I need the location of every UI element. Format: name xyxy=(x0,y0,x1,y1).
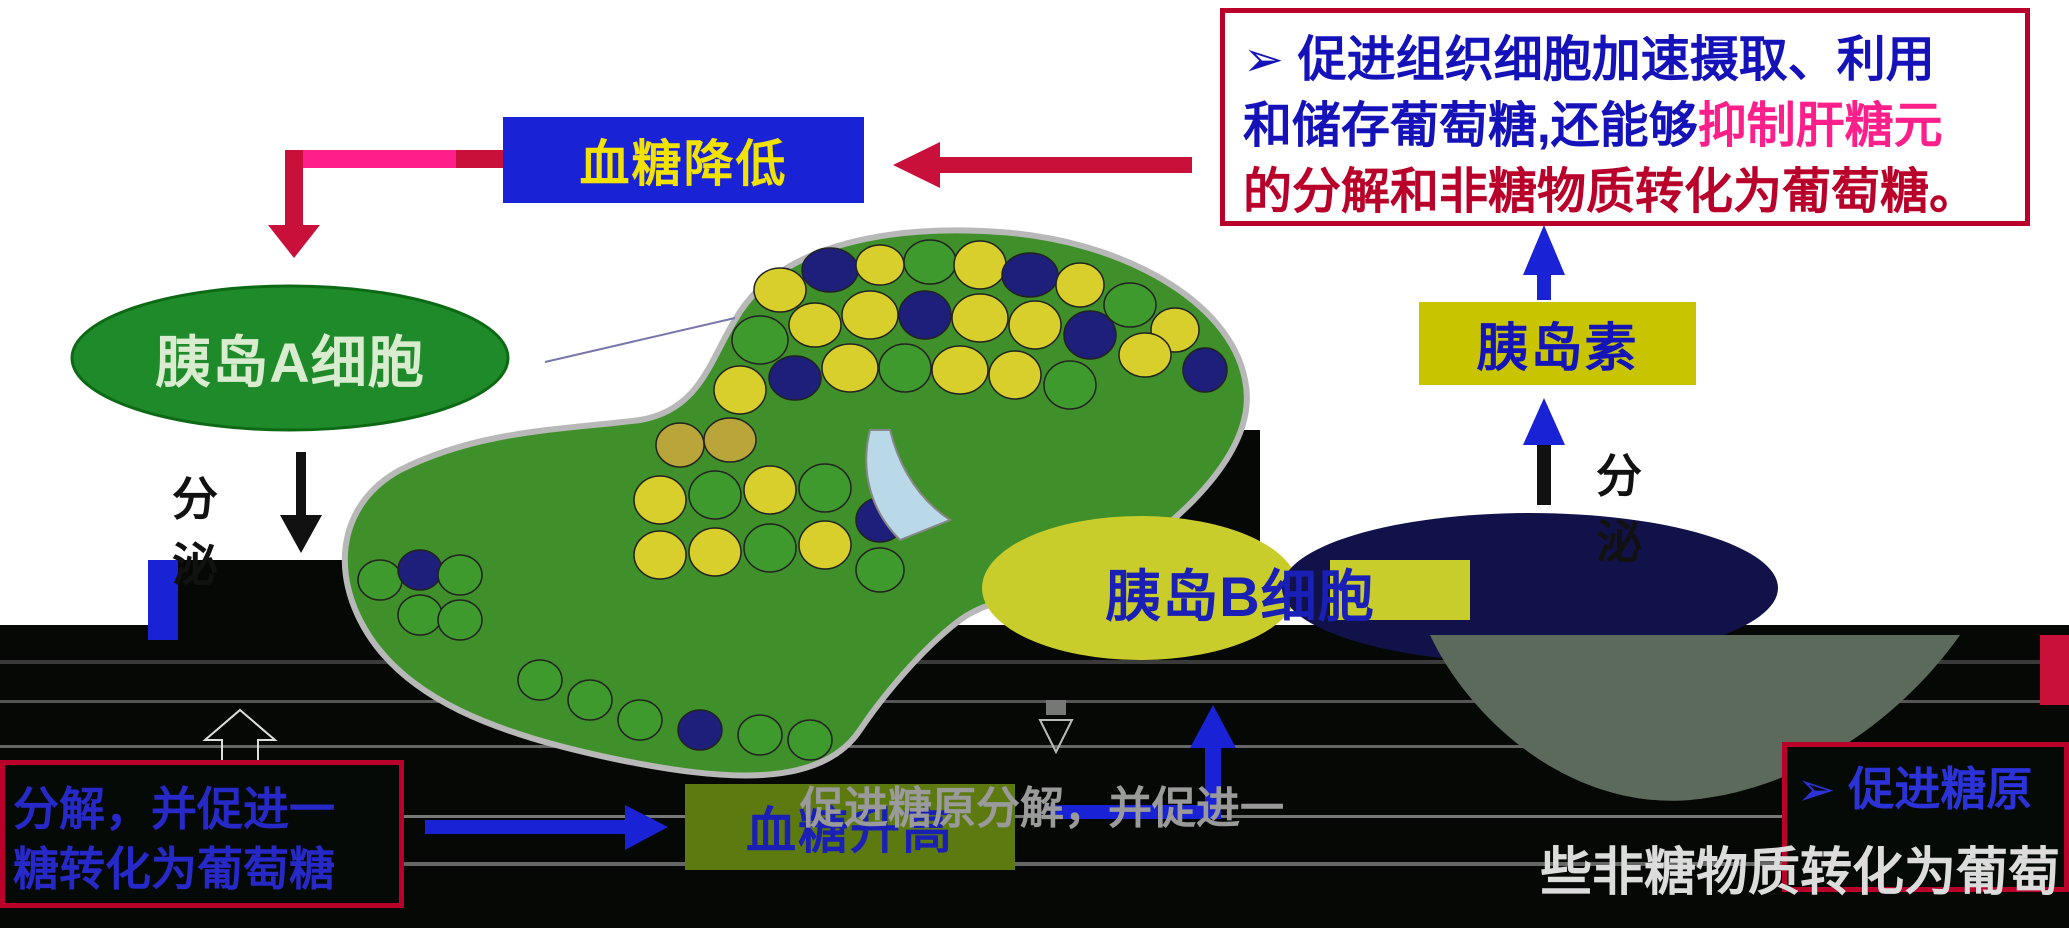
glucose-high-box: 血糖升高 xyxy=(685,784,1015,870)
beta-cell-ellipse xyxy=(982,516,1298,660)
note-left-line-2: 糖转化为葡萄糖 xyxy=(13,843,335,895)
glucagon-effect-note-right: ➢ 促进糖原 xyxy=(1782,742,2069,892)
insulin-box: 胰岛素 xyxy=(1419,302,1696,385)
beta-cell-ellipse-glitch xyxy=(1282,513,1778,663)
glucagon-effect-note: 分解，并促进一 糖转化为葡萄糖 xyxy=(0,760,404,908)
note-top-line-2a: 和储存葡萄糖,还能够 xyxy=(1243,99,1698,153)
pointer-line-alpha xyxy=(544,317,736,363)
glucose-low-box: 血糖降低 xyxy=(503,117,864,203)
secrete-label-left: 分 泌 xyxy=(172,474,228,591)
alpha-cell-ellipse xyxy=(70,284,510,432)
arrow-alpha-secrete xyxy=(280,452,322,553)
arrow-glucose-high-up xyxy=(1050,705,1236,819)
insulin-effect-note: ➢ 促进组织细胞加速摄取、利用 和储存葡萄糖,还能够抑制肝糖元 的分解和非糖物质… xyxy=(1220,8,2030,226)
glucagon-effect-ghost-text: 促进糖原分解，并促进一 xyxy=(800,784,1284,832)
arrow-to-glucose-high xyxy=(425,805,668,850)
note-top-line-2b-highlight: 抑制肝糖元 xyxy=(1697,99,1943,153)
note-top-line-1-text: 促进组织细胞加速摄取、利用 xyxy=(1297,33,1935,87)
arrow-beta-to-insulin xyxy=(1523,398,1565,505)
note-top-line-1: ➢ 促进组织细胞加速摄取、利用 xyxy=(1243,27,2007,93)
bullet-arrow-icon: ➢ xyxy=(1243,33,1285,87)
alpha-cell-label: 胰岛A细胞 xyxy=(155,330,425,394)
islet-illustration xyxy=(341,227,1250,779)
glitch-crimson-bar xyxy=(2040,635,2069,705)
glitch-shape xyxy=(1430,635,1960,801)
note-right-line-1: ➢ 促进糖原 xyxy=(1797,763,2033,815)
arrow-insulin-to-note xyxy=(1523,225,1565,300)
glucose-high-label: 血糖升高 xyxy=(746,803,954,859)
arrow-from-note-to-glucose-low xyxy=(893,142,1192,188)
beta-cell-label: 胰岛B细胞 xyxy=(1105,564,1375,628)
secrete-label-right: 分 泌 xyxy=(1596,451,1652,568)
outline-arrow-down xyxy=(1038,719,1074,755)
arrow-glucose-low-to-alpha xyxy=(268,150,503,258)
note-left-line-1: 分解，并促进一 xyxy=(13,783,335,835)
insulin-label: 胰岛素 xyxy=(1476,320,1639,378)
note-right-line-2: 些非糖物质转化为葡萄 xyxy=(1540,844,2061,902)
note-top-line-3: 的分解和非糖物质转化为葡萄糖。 xyxy=(1243,165,1979,219)
note-top-line-2: 和储存葡萄糖,还能够抑制肝糖元 xyxy=(1243,93,2007,159)
blue-connector-left xyxy=(148,560,178,640)
glucose-low-label: 血糖降低 xyxy=(579,136,788,192)
